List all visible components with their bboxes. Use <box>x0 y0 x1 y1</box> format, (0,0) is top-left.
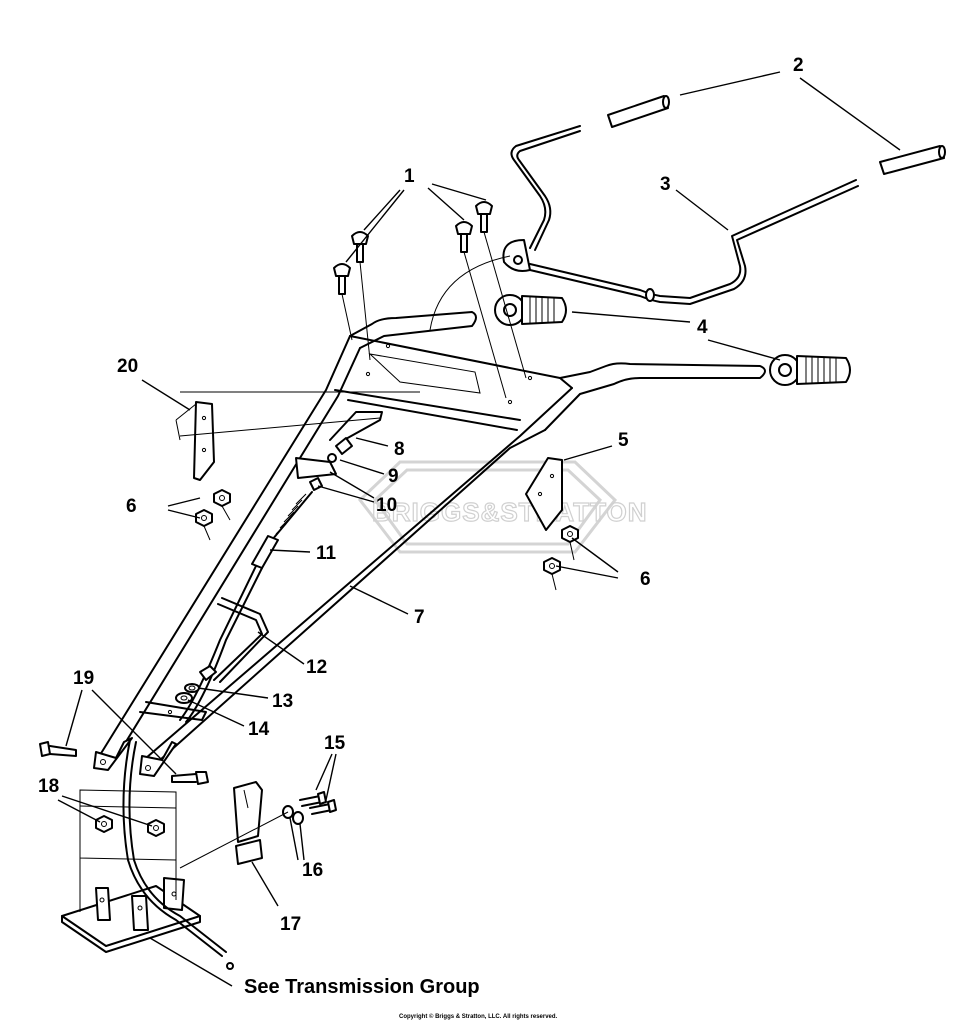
callout-18: 18 <box>38 776 59 797</box>
callout-15: 15 <box>324 733 346 754</box>
callout-1: 1 <box>404 166 415 187</box>
hex-nuts <box>195 489 579 591</box>
hand-grips <box>607 95 946 175</box>
handle-frame <box>93 311 766 777</box>
callout-16: 16 <box>302 860 323 881</box>
callout-3: 3 <box>660 174 671 195</box>
cable-guide <box>233 781 263 865</box>
control-rod <box>199 597 269 683</box>
bolts-washers-15-16 <box>179 791 337 869</box>
callout-9: 9 <box>388 466 399 487</box>
carriage-bolts <box>333 201 527 399</box>
leader-lines <box>57 71 901 987</box>
see-transmission-note: See Transmission Group <box>244 976 480 998</box>
watermark-text: BRIGGS&STRATTON <box>372 497 647 527</box>
callout-17: 17 <box>280 914 301 935</box>
callout-5: 5 <box>618 430 629 451</box>
cable-assembly <box>179 411 383 723</box>
right-bracket <box>525 457 563 531</box>
callout-labels: 1 2 3 4 5 6 6 7 8 9 10 11 12 13 14 15 16… <box>38 55 804 935</box>
callout-8: 8 <box>394 439 405 460</box>
left-bracket <box>175 391 420 481</box>
callout-6-left: 6 <box>126 496 137 517</box>
callout-7: 7 <box>414 607 425 628</box>
lower-cable <box>122 739 234 970</box>
callout-11: 11 <box>316 543 337 564</box>
transmission-mount <box>61 789 201 953</box>
callout-4: 4 <box>697 317 708 338</box>
callout-19: 19 <box>73 668 94 689</box>
control-bail <box>429 125 859 331</box>
callout-2: 2 <box>793 55 804 76</box>
callout-6-right: 6 <box>640 569 651 590</box>
callout-20: 20 <box>117 356 138 377</box>
watermark-logo: BRIGGS&STRATTON <box>357 460 647 554</box>
copyright-text: Copyright © Briggs & Stratton, LLC. All … <box>399 1013 558 1020</box>
callout-14: 14 <box>248 719 270 740</box>
hex-bolts-19 <box>39 741 209 785</box>
callout-12: 12 <box>306 657 327 678</box>
callout-13: 13 <box>272 691 293 712</box>
callout-10: 10 <box>376 495 397 516</box>
bellows-grips <box>494 294 851 386</box>
